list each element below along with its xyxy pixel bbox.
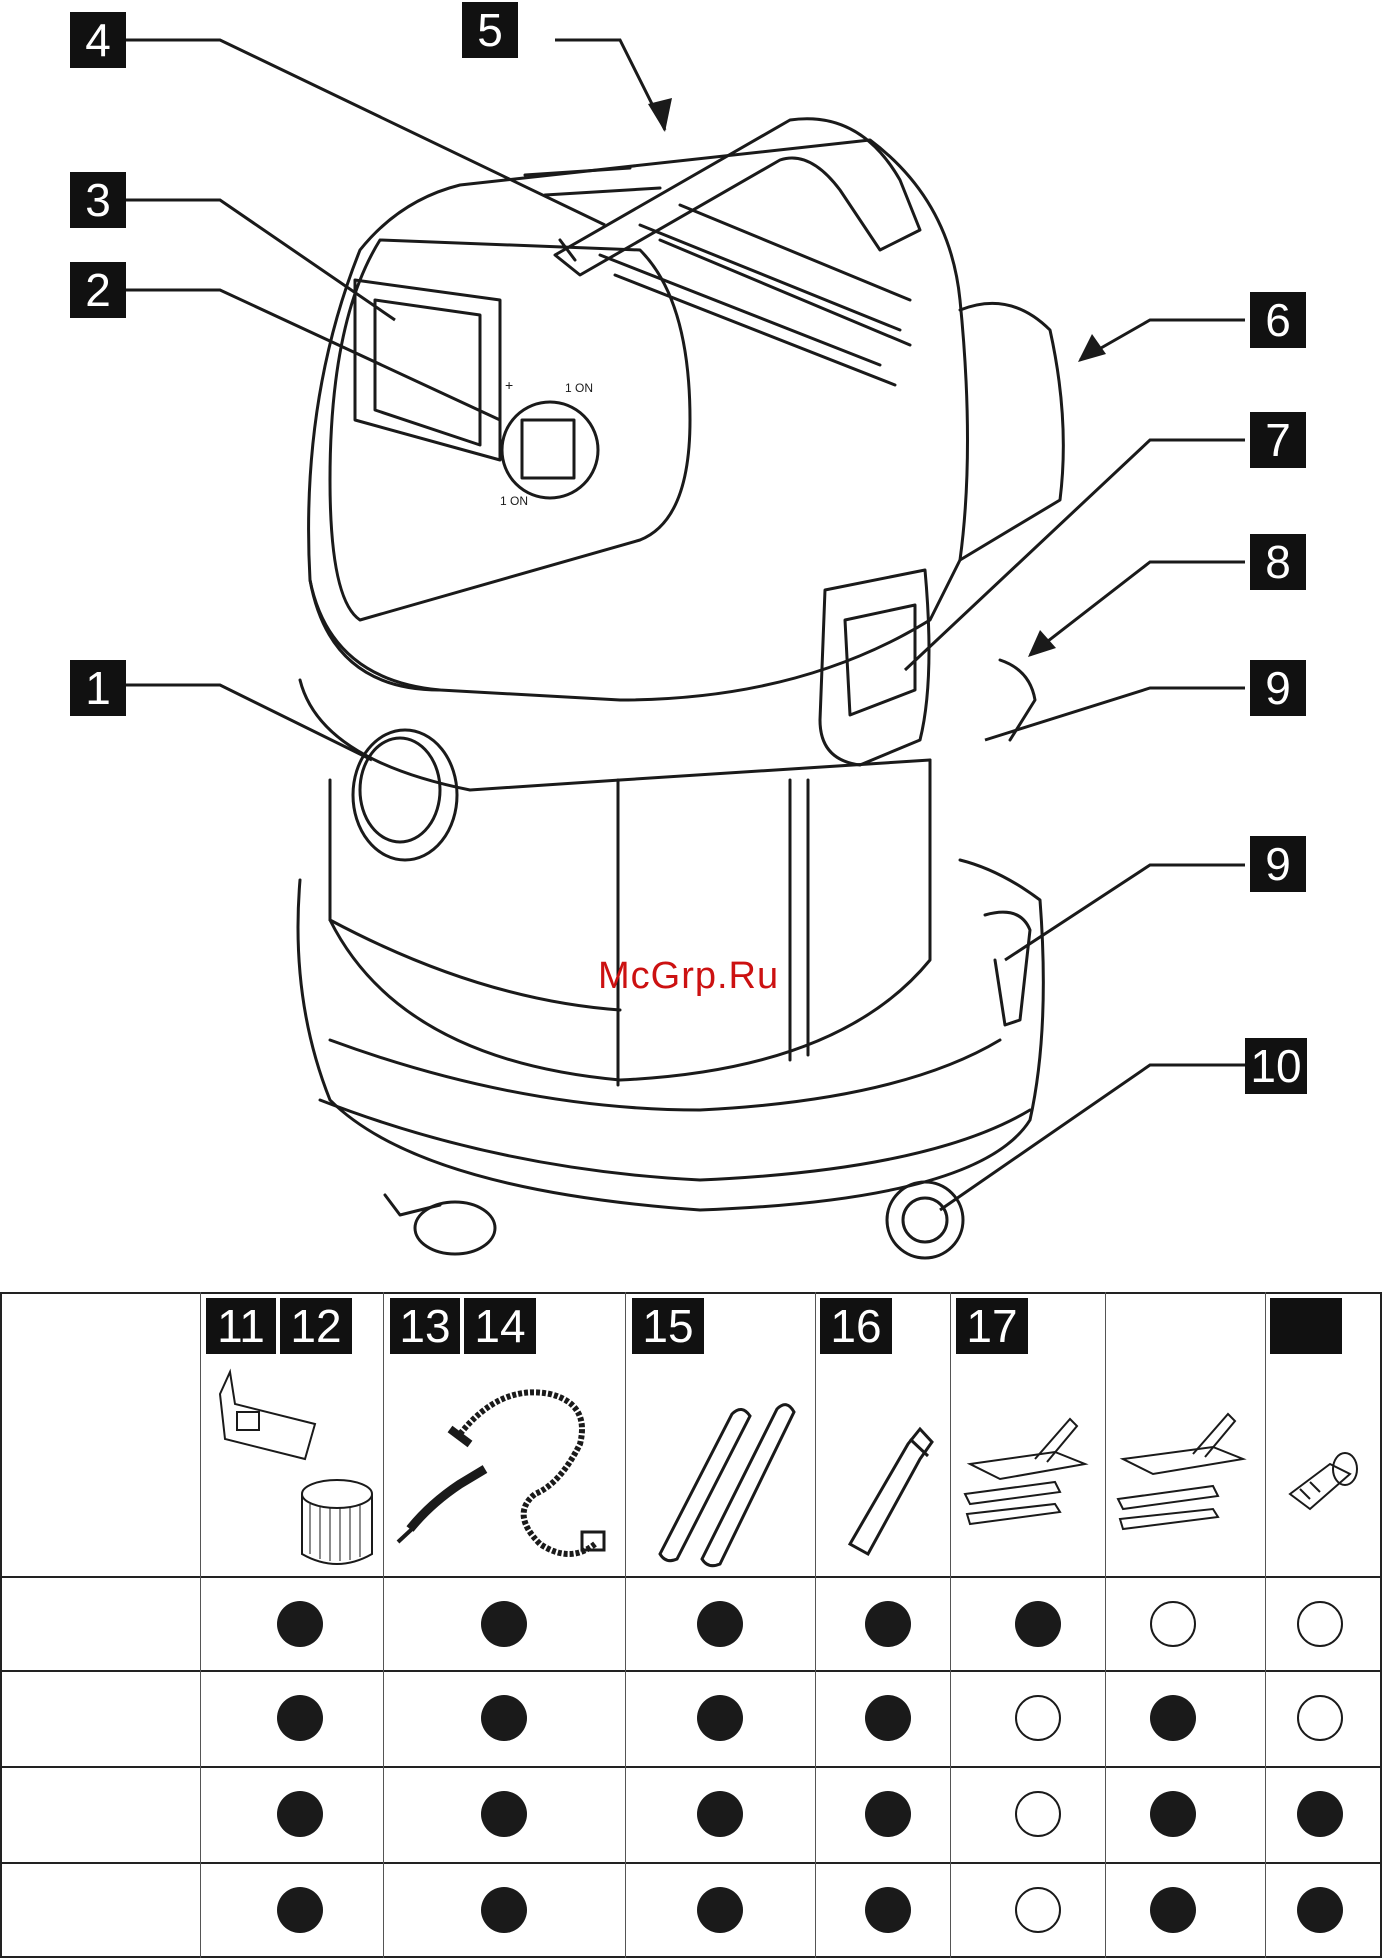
included-dot: [697, 1791, 743, 1837]
watermark: McGrp.Ru: [598, 955, 779, 998]
callout-9a: 9: [1250, 660, 1306, 716]
included-dot: [865, 1791, 911, 1837]
included-dot: [277, 1887, 323, 1933]
included-dot: [697, 1695, 743, 1741]
control-panel: [330, 240, 690, 620]
included-dot: [697, 1601, 743, 1647]
col-tag-blank: [1270, 1298, 1342, 1354]
switch-label-bottom: 1 ON: [500, 494, 528, 508]
included-dot: [865, 1887, 911, 1933]
power-switch-dial: [502, 402, 598, 498]
switch-label-plus: +: [505, 377, 513, 393]
adapter-icon: [1270, 1364, 1380, 1574]
included-dot: [1150, 1791, 1196, 1837]
included-dot: [481, 1601, 527, 1647]
included-dot: [865, 1695, 911, 1741]
callout-7: 7: [1250, 412, 1306, 468]
included-dot: [865, 1601, 911, 1647]
carry-handle: [555, 119, 920, 275]
wheel-left: [415, 1202, 495, 1254]
optional-dot: [1150, 1601, 1196, 1647]
included-dot: [481, 1791, 527, 1837]
callout-6: 6: [1250, 292, 1306, 348]
included-dot: [1015, 1601, 1061, 1647]
top-vents: [525, 168, 910, 385]
accessory-holder: [985, 912, 1030, 1025]
col-divider: [383, 1292, 384, 1958]
col-tag-17: 17: [956, 1298, 1028, 1354]
included-dot: [1150, 1695, 1196, 1741]
row-divider: [0, 1576, 1382, 1578]
col-divider: [1265, 1292, 1266, 1958]
switch-label-top: 1 ON: [565, 381, 593, 395]
col-divider: [200, 1292, 201, 1958]
callout-4: 4: [70, 12, 126, 68]
power-switch: [522, 420, 574, 478]
col-tag-12: 12: [280, 1298, 352, 1354]
callout-1: 1: [70, 660, 126, 716]
side-latch: [820, 570, 929, 765]
included-dot: [1150, 1887, 1196, 1933]
extension-tubes-icon: [632, 1364, 817, 1574]
wheel-right: [887, 1182, 963, 1258]
col-tag-13: 13: [390, 1298, 460, 1354]
callout-3: 3: [70, 172, 126, 228]
included-dot: [481, 1695, 527, 1741]
row-divider: [0, 1862, 1382, 1864]
filter-bag-icon: [205, 1364, 380, 1574]
optional-dot: [1015, 1791, 1061, 1837]
col-divider: [625, 1292, 626, 1958]
col-divider: [1105, 1292, 1106, 1958]
col-tag-16: 16: [820, 1298, 892, 1354]
dirt-container: [330, 760, 930, 1080]
callout-2: 2: [70, 262, 126, 318]
trolley-base: [298, 860, 1043, 1210]
col-divider: [950, 1292, 951, 1958]
optional-dot: [1015, 1887, 1061, 1933]
included-dot: [277, 1791, 323, 1837]
callout-8: 8: [1250, 534, 1306, 590]
floor-nozzle-icon: [955, 1364, 1105, 1574]
col-tag-11: 11: [206, 1298, 276, 1354]
floor-nozzle-alt-icon: [1108, 1364, 1263, 1574]
included-dot: [1297, 1887, 1343, 1933]
crevice-nozzle-icon: [820, 1364, 948, 1574]
optional-dot: [1297, 1695, 1343, 1741]
callout-9b: 9: [1250, 836, 1306, 892]
row-divider: [0, 1670, 1382, 1672]
col-tag-15: 15: [632, 1298, 704, 1354]
suction-hose-icon: [390, 1364, 622, 1574]
included-dot: [1297, 1791, 1343, 1837]
callout-5: 5: [462, 2, 518, 58]
accessory-table: 11 12 13 14 15 16 17: [0, 1292, 1382, 1958]
optional-dot: [1015, 1695, 1061, 1741]
included-dot: [277, 1695, 323, 1741]
included-dot: [481, 1887, 527, 1933]
included-dot: [277, 1601, 323, 1647]
row-divider: [0, 1766, 1382, 1768]
included-dot: [697, 1887, 743, 1933]
vacuum-cleaner-diagram: + 1 ON 1 ON: [0, 0, 1382, 1270]
optional-dot: [1297, 1601, 1343, 1647]
callout-10: 10: [1245, 1038, 1307, 1094]
col-tag-14: 14: [464, 1298, 536, 1354]
blower-outlet: [960, 303, 1063, 560]
